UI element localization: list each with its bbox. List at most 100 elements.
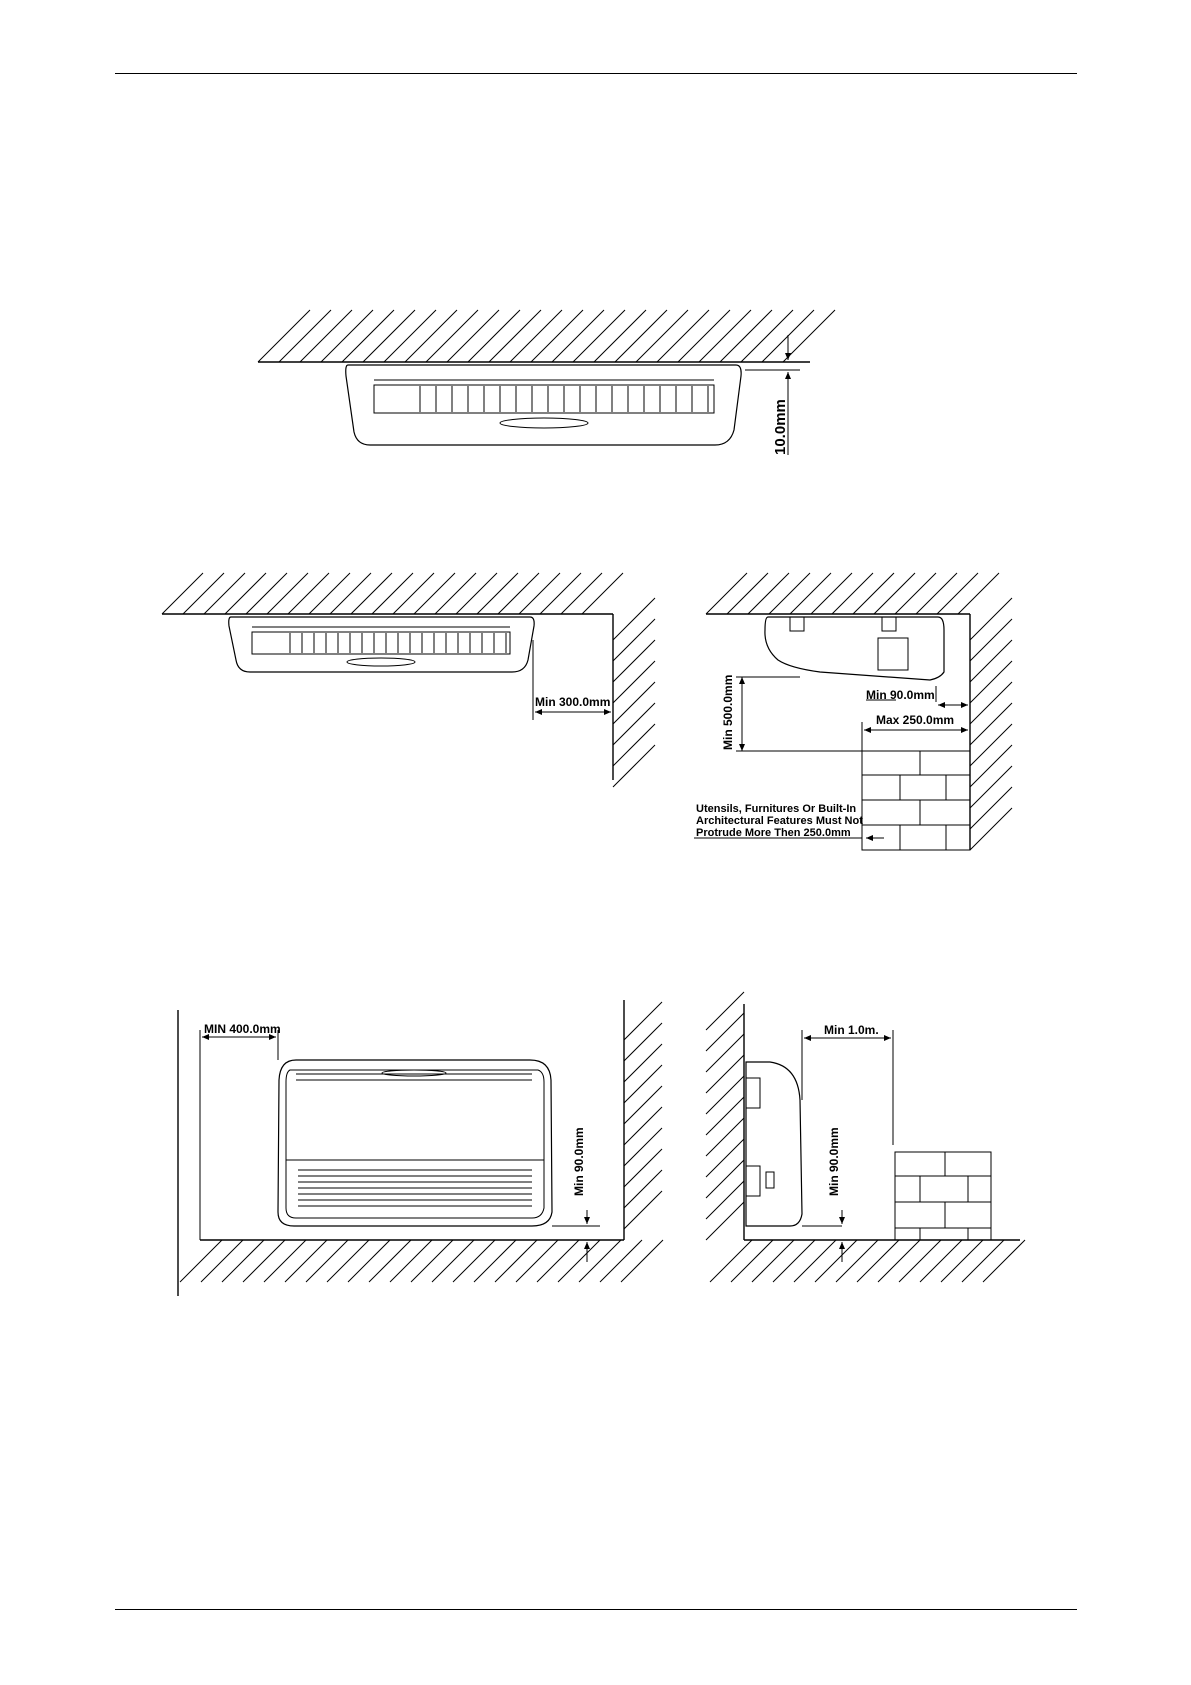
hatch-line: [447, 310, 499, 362]
hatch-line: [970, 787, 1012, 829]
ceiling-hatch: [258, 310, 835, 362]
hatch-line: [411, 1240, 453, 1282]
fig3-top-min-label: Min 90.0mm: [866, 688, 935, 702]
hatch-line: [582, 573, 623, 614]
hatch-line: [519, 573, 560, 614]
figure-floor-side-clearance: Min 1.0m. Min 90.0mm: [706, 992, 1025, 1282]
hatch-line: [624, 1065, 662, 1103]
hatch-line: [970, 808, 1012, 850]
hatch-line: [495, 1240, 537, 1282]
hatch-line: [970, 598, 1012, 640]
hatch-line: [857, 1240, 899, 1282]
hatch-line: [435, 573, 476, 614]
hatch-line: [327, 1240, 369, 1282]
hatch-line: [384, 310, 436, 362]
hatch-line: [790, 573, 831, 614]
hatch-line: [706, 1097, 744, 1135]
hatch-line: [970, 745, 1012, 787]
hatch-line: [706, 573, 747, 614]
hatch-line: [180, 1240, 222, 1282]
hatch-line: [624, 1107, 662, 1145]
hatch-line: [285, 1240, 327, 1282]
hatch-line: [309, 573, 350, 614]
fig3-note-line-1: Utensils, Furnitures Or Built-In: [696, 803, 856, 815]
hatch-line: [489, 310, 541, 362]
hatch-line: [706, 1181, 744, 1219]
hatch-line: [970, 703, 1012, 745]
hatch-line: [621, 1240, 663, 1282]
hatch-line: [162, 573, 203, 614]
hatch-line: [937, 573, 978, 614]
hatch-line: [363, 310, 415, 362]
figure-ceiling-clearance: 10.0mm: [258, 310, 835, 455]
hatch-line: [201, 1240, 243, 1282]
hatch-line: [204, 573, 245, 614]
hatch-line: [752, 1240, 794, 1282]
fig3-note-line-3: Protrude More Then 250.0mm: [696, 827, 851, 839]
hatch-line: [710, 1240, 752, 1282]
hatch-line: [941, 1240, 983, 1282]
hatch-line: [613, 640, 655, 682]
hatch-line: [624, 1149, 662, 1187]
hatch-line: [970, 724, 1012, 766]
floor-unit-side: [746, 1062, 802, 1226]
hatch-line: [970, 682, 1012, 724]
hatch-line: [970, 661, 1012, 703]
hatch-line: [958, 573, 999, 614]
hatch-line: [636, 310, 688, 362]
hatch-line: [832, 573, 873, 614]
hatch-line: [468, 310, 520, 362]
hatch-line: [706, 1013, 744, 1051]
figure-floor-front-clearance: MIN 400.0mm Min 90.0mm: [178, 1000, 663, 1296]
hatch-line: [783, 310, 835, 362]
hatch-line: [342, 310, 394, 362]
figure-side-wall-clearance: Min 300.0mm: [162, 573, 655, 787]
hatch-line: [243, 1240, 285, 1282]
hatch-line: [706, 1139, 744, 1177]
hatch-line: [970, 766, 1012, 808]
figure-side-view-clearance: Min 500.0mm Min 90.0mm Max 250.0mm Utens…: [694, 573, 1012, 850]
hatch-line: [699, 310, 751, 362]
hatch-line: [811, 573, 852, 614]
hatch-line: [878, 1240, 920, 1282]
hatch-line: [769, 573, 810, 614]
hatch-line: [899, 1240, 941, 1282]
hatch-line: [706, 1055, 744, 1093]
hatch-line: [613, 619, 655, 661]
fig4-floor-min-label: Min 90.0mm: [572, 1127, 586, 1196]
hatch-line: [727, 573, 768, 614]
hatch-line: [267, 573, 308, 614]
hatch-line: [552, 310, 604, 362]
hatch-line: [983, 1240, 1025, 1282]
hatch-line: [624, 1044, 662, 1082]
hatch-line: [594, 310, 646, 362]
hatch-line: [225, 573, 266, 614]
hatch-line: [321, 310, 373, 362]
fig3-note-line-2: Architectural Features Must Not: [696, 815, 863, 827]
hatch-line: [613, 682, 655, 724]
hatch-line: [706, 1034, 744, 1072]
hatch-line: [330, 573, 371, 614]
hatch-line: [613, 703, 655, 745]
hatch-line: [453, 1240, 495, 1282]
hatch-line: [600, 1240, 642, 1282]
hatch-line: [615, 310, 667, 362]
hatch-line: [516, 1240, 558, 1282]
fig2-side-min-label: Min 300.0mm: [535, 695, 610, 709]
hatch-line: [351, 573, 392, 614]
hatch-line: [613, 661, 655, 703]
hatch-line: [624, 1170, 662, 1208]
hatch-line: [624, 1002, 662, 1040]
hatch-line: [748, 573, 789, 614]
hatch-line: [573, 310, 625, 362]
hatch-line: [706, 1118, 744, 1156]
hatch-line: [300, 310, 352, 362]
fig4-side-min-label: MIN 400.0mm: [204, 1022, 281, 1036]
hatch-line: [540, 573, 581, 614]
hatch-line: [920, 1240, 962, 1282]
hatch-line: [369, 1240, 411, 1282]
hatch-line: [916, 573, 957, 614]
fig3-max-label: Max 250.0mm: [876, 713, 954, 727]
hatch-line: [741, 310, 793, 362]
